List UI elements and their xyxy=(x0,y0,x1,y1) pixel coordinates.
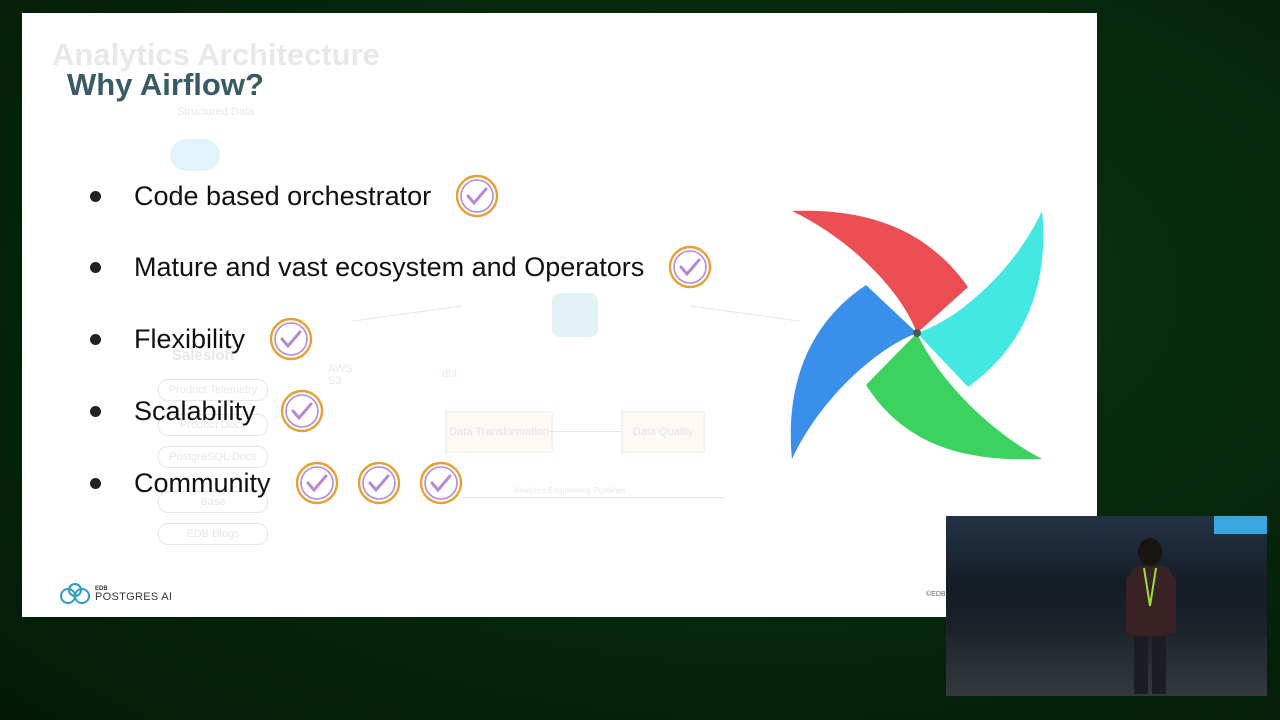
checkmark-badge-icon xyxy=(269,317,313,361)
copyright-text: ©EDB xyxy=(926,591,946,598)
bullet-dot-icon xyxy=(90,190,101,202)
camera-stage-floor xyxy=(946,636,1267,696)
bullet-item: Flexibility xyxy=(90,314,313,364)
checkmark-badge-icon xyxy=(419,461,462,505)
bullet-dot-icon xyxy=(90,333,101,345)
bullet-dot-icon xyxy=(90,261,101,273)
presentation-slide: Analytics Architecture Structured Data S… xyxy=(22,13,1097,617)
camera-background-screen xyxy=(1214,516,1267,534)
bullet-text: Code based orchestrator xyxy=(134,180,432,211)
bullet-dot-icon xyxy=(90,477,101,489)
logo-edb-text: EDB xyxy=(95,585,108,592)
bullet-text: Mature and vast ecosystem and Operators xyxy=(134,251,645,282)
edb-postgres-ai-logo: EDB POSTGRES AI xyxy=(59,583,172,605)
checkmark-badge-icon xyxy=(669,245,712,289)
bullet-text: Community xyxy=(134,467,271,498)
speaker-figure xyxy=(1126,538,1176,694)
bullet-dot-icon xyxy=(90,405,101,417)
speaker-camera-feed xyxy=(946,516,1267,696)
logo-postgres-ai-text: POSTGRES AI xyxy=(95,590,173,603)
bullet-text: Scalability xyxy=(134,395,256,426)
checkmark-badge-icon xyxy=(295,461,338,505)
bullet-list: Code based orchestrator Mature and vast … xyxy=(22,13,1097,617)
slide-title: Why Airflow? xyxy=(67,67,264,102)
airflow-pinwheel-icon xyxy=(790,210,1044,460)
checkmark-badge-icon xyxy=(280,389,323,433)
checkmark-badge-icon xyxy=(455,174,499,218)
bullet-item: Mature and vast ecosystem and Operators xyxy=(90,242,712,292)
edb-logo-icon xyxy=(60,583,90,604)
bullet-item: Code based orchestrator xyxy=(90,171,499,221)
checkmark-badge-icon xyxy=(357,461,400,505)
bullet-text: Flexibility xyxy=(134,323,246,354)
bullet-item: Scalability xyxy=(90,386,324,436)
bullet-item: Community xyxy=(90,458,463,508)
